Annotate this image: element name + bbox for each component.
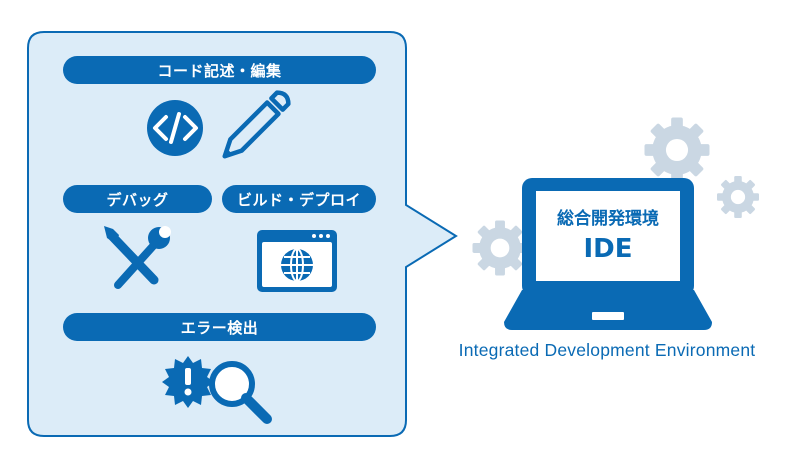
gear-icon (717, 176, 759, 218)
code-brackets-icon (147, 100, 203, 156)
gear-icon (644, 117, 710, 183)
debugging-label: デバッグ (63, 185, 212, 213)
error-detection-label: エラー検出 (63, 313, 376, 341)
gear-icon (472, 220, 528, 276)
ide-abbreviation: IDE (583, 234, 633, 264)
build-deploy-label: ビルド・デプロイ (222, 185, 376, 213)
browser-globe-icon (257, 230, 337, 292)
ide-full-name: Integrated Development Environment (458, 340, 756, 360)
alert-magnifier-icon (162, 356, 272, 424)
pencil-icon (222, 90, 291, 159)
code-editing-label: コード記述・編集 (63, 56, 376, 84)
ide-title-ja: 総合開発環境 (557, 209, 659, 229)
wrench-screwdriver-icon (104, 226, 171, 289)
laptop-icon (504, 178, 712, 330)
